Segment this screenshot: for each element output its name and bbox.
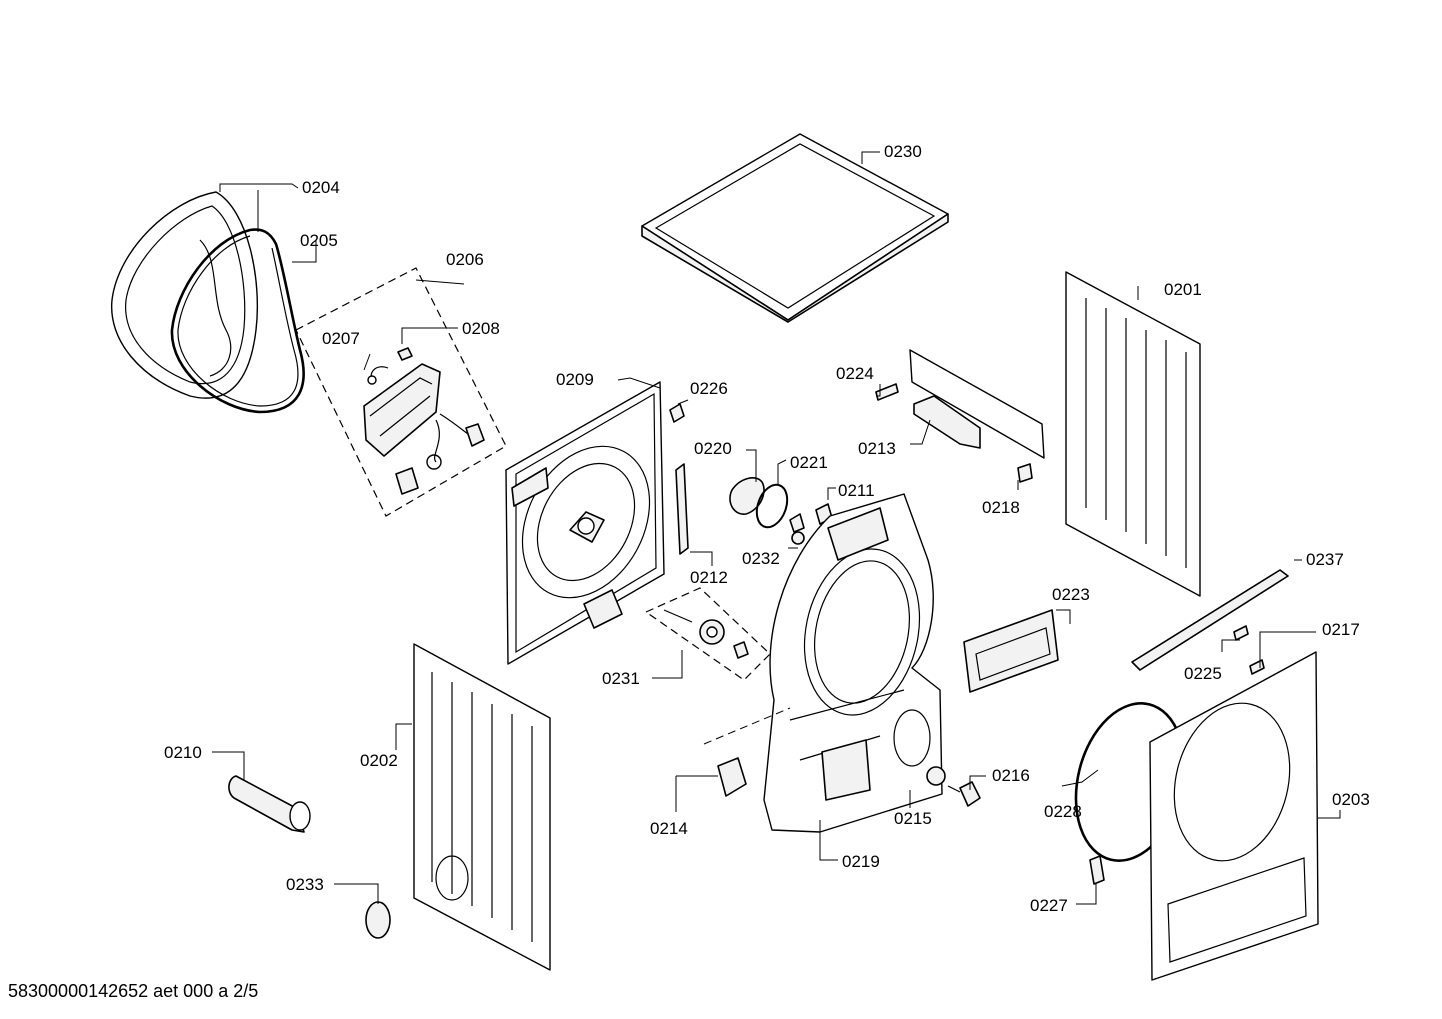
label-0202[interactable]: 0202: [360, 751, 398, 770]
label-0213[interactable]: 0213: [858, 439, 896, 458]
part-0205-door-seal[interactable]: [170, 228, 305, 414]
part-0232-plug[interactable]: [789, 513, 805, 545]
document-id: 58300000142652 aet 000 a 2/5: [8, 981, 259, 1001]
part-labels: 0230 0204 0205 0206 0207 0208 0209 0226 …: [164, 142, 1370, 915]
label-0232[interactable]: 0232: [742, 549, 780, 568]
part-0203-front-panel[interactable]: [1149, 651, 1319, 981]
label-0228[interactable]: 0228: [1044, 802, 1082, 821]
label-0224[interactable]: 0224: [836, 364, 874, 383]
part-0220-cover[interactable]: [729, 477, 765, 515]
label-0214[interactable]: 0214: [650, 819, 688, 838]
part-0221-gasket[interactable]: [751, 481, 792, 532]
part-0212-bar[interactable]: [675, 463, 689, 555]
label-0217[interactable]: 0217: [1322, 620, 1360, 639]
label-0216[interactable]: 0216: [992, 766, 1030, 785]
label-0225[interactable]: 0225: [1184, 664, 1222, 683]
part-0207-module[interactable]: [363, 363, 442, 495]
part-0218-clip[interactable]: [1017, 463, 1033, 483]
label-0205[interactable]: 0205: [300, 231, 338, 250]
leader-lines: [212, 151, 1341, 905]
label-0208[interactable]: 0208: [462, 319, 500, 338]
label-0212[interactable]: 0212: [690, 568, 728, 587]
label-0206[interactable]: 0206: [446, 250, 484, 269]
label-0207[interactable]: 0207: [322, 329, 360, 348]
label-0227[interactable]: 0227: [1030, 896, 1068, 915]
part-0230-top-cover[interactable]: [641, 133, 949, 323]
label-0218[interactable]: 0218: [982, 498, 1020, 517]
part-0231-group[interactable]: [644, 587, 771, 681]
label-0211[interactable]: 0211: [838, 481, 875, 500]
part-0209-rear-wall[interactable]: [497, 381, 675, 665]
part-0215-knob[interactable]: [926, 766, 946, 786]
part-0233-cap[interactable]: [365, 901, 391, 939]
label-0203[interactable]: 0203: [1332, 790, 1370, 809]
part-0224-clip[interactable]: [875, 383, 899, 401]
part-0213-control-board[interactable]: [909, 349, 1045, 459]
part-0219-front-frame[interactable]: [703, 493, 943, 833]
part-0237-rail[interactable]: [1131, 569, 1289, 671]
part-0226-clip[interactable]: [669, 403, 685, 423]
part-0217-latch[interactable]: [1249, 659, 1265, 675]
part-0208-connector[interactable]: [397, 347, 485, 447]
label-0210[interactable]: 0210: [164, 743, 202, 762]
label-0219[interactable]: 0219: [842, 852, 880, 871]
label-0215[interactable]: 0215: [894, 809, 932, 828]
label-0226[interactable]: 0226: [690, 379, 728, 398]
label-0221[interactable]: 0221: [790, 453, 828, 472]
label-0209[interactable]: 0209: [556, 370, 594, 389]
label-0230[interactable]: 0230: [884, 142, 922, 161]
label-0233[interactable]: 0233: [286, 875, 324, 894]
label-0231[interactable]: 0231: [602, 669, 640, 688]
part-0210-duct[interactable]: [228, 775, 311, 833]
part-0216-plug[interactable]: [947, 781, 981, 807]
label-0204[interactable]: 0204: [302, 178, 340, 197]
part-0201-side-panel-right[interactable]: [1065, 271, 1201, 597]
label-0220[interactable]: 0220: [694, 439, 732, 458]
part-0223-filter[interactable]: [963, 609, 1059, 693]
part-0202-side-panel-left[interactable]: [413, 643, 551, 971]
label-0223[interactable]: 0223: [1052, 585, 1090, 604]
label-0201[interactable]: 0201: [1164, 280, 1202, 299]
part-0214-bracket[interactable]: [717, 757, 747, 797]
part-0225-clip[interactable]: [1233, 625, 1249, 641]
part-0227-clip[interactable]: [1089, 855, 1105, 885]
label-0237[interactable]: 0237: [1306, 550, 1344, 569]
